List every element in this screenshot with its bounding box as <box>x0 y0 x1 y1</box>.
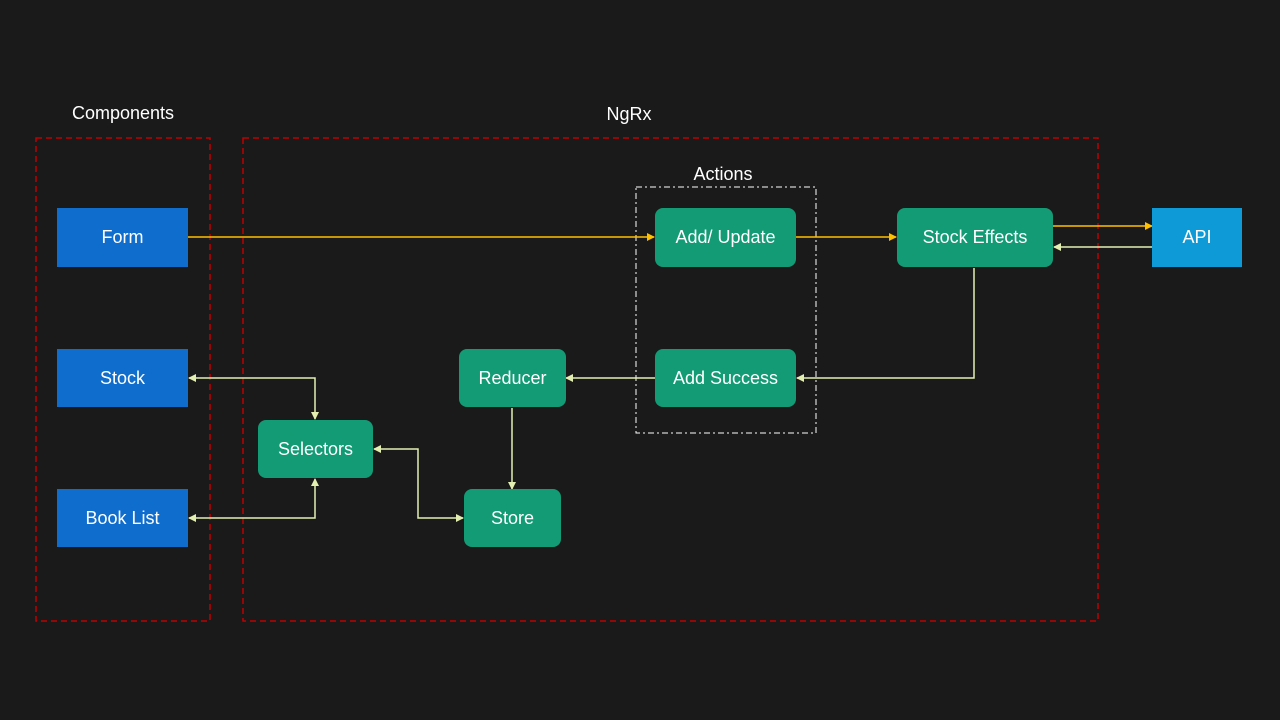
add-update-action-node: Add/ Update <box>655 208 796 267</box>
ngrx-group-label: NgRx <box>606 104 652 124</box>
actions-group-label: Actions <box>693 164 753 184</box>
stock-node: Stock <box>57 349 188 407</box>
actions-group-border <box>635 186 817 434</box>
form-node: Form <box>57 208 188 267</box>
stock-effects-node: Stock Effects <box>897 208 1053 267</box>
arrow-stock-selectors <box>188 374 319 420</box>
components-group-label: Components <box>71 103 175 123</box>
arrow-book-list-selectors <box>188 478 319 522</box>
store-node: Store <box>464 489 561 547</box>
api-node: API <box>1152 208 1242 267</box>
arrow-store-selectors <box>373 445 464 522</box>
book-list-node: Book List <box>57 489 188 547</box>
selectors-node: Selectors <box>258 420 373 478</box>
arrow-stock-effects-to-add-success <box>796 268 975 382</box>
add-success-action-node: Add Success <box>655 349 796 407</box>
reducer-node: Reducer <box>459 349 566 407</box>
